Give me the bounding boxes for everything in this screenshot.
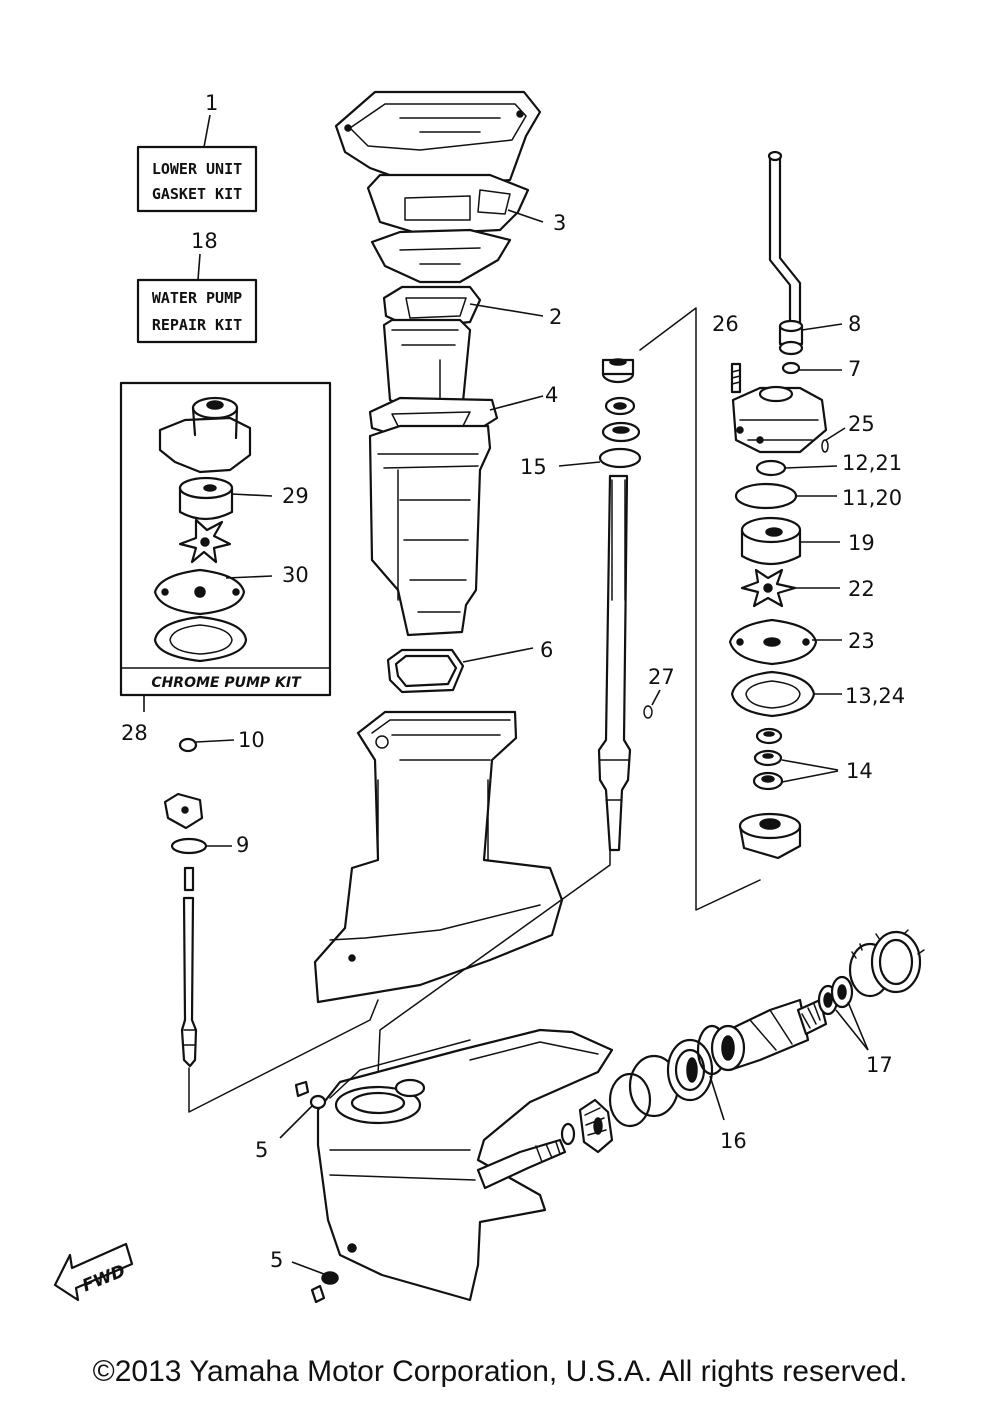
lower-case	[316, 1028, 614, 1302]
pump-gasket	[730, 670, 842, 718]
copyright-notice: ©2013 Yamaha Motor Corporation, U.S.A. A…	[92, 1355, 908, 1388]
callout-28: 28	[121, 721, 148, 745]
oring-9	[170, 837, 232, 855]
drain-screw-lower	[291, 1261, 339, 1304]
callout-8: 8	[848, 312, 861, 336]
callout-6: 6	[540, 638, 553, 662]
chrome-pump-kit-frame: CHROME PUMP KIT	[119, 381, 332, 712]
bearing-housing	[710, 998, 810, 1072]
shift-rod-bushing	[178, 737, 235, 753]
forward-gear	[578, 1098, 614, 1154]
oil-seals-14	[752, 727, 839, 791]
outer-plate-cartridge	[728, 618, 842, 666]
callout-5-upper: 5	[255, 1138, 268, 1162]
oil-seal-housing	[738, 812, 802, 860]
callout-11-20: 11,20	[842, 486, 902, 510]
callout-4: 4	[545, 383, 558, 407]
callout-14: 14	[846, 759, 873, 783]
water-pump-kit-line1: WATER PUMP	[152, 289, 242, 307]
chrome-impeller	[178, 518, 232, 564]
callout-1: 1	[205, 91, 218, 115]
callout-25: 25	[848, 412, 875, 436]
chrome-pump-kit-label: CHROME PUMP KIT	[151, 675, 302, 691]
callout-12-21: 12,21	[842, 451, 902, 475]
callout-18: 18	[191, 229, 218, 253]
callout-16: 16	[720, 1129, 747, 1153]
impeller-cup	[740, 516, 840, 566]
oring-11-20	[734, 482, 837, 510]
callout-15: 15	[520, 455, 547, 479]
callout-2: 2	[549, 305, 562, 329]
callout-5-lower: 5	[270, 1248, 283, 1272]
clip-ring	[560, 1122, 576, 1146]
chrome-impeller-cup	[178, 476, 273, 521]
needle-bearing	[796, 998, 828, 1036]
water-tube	[767, 150, 802, 332]
chrome-outer-plate	[153, 568, 273, 616]
lower-unit-kit-line2: GASKET KIT	[152, 185, 242, 203]
water-pump-kit-line2: REPAIR KIT	[152, 316, 242, 334]
chrome-gasket	[153, 615, 248, 663]
callout-26: 26	[712, 312, 739, 336]
callout-23: 23	[848, 629, 875, 653]
tube-grommet	[778, 319, 843, 356]
propeller-shaft	[476, 1138, 567, 1190]
callout-27: 27	[648, 665, 675, 689]
shift-rod	[180, 866, 379, 1113]
grommet-seal	[781, 361, 842, 375]
exhaust-manifold-gasket	[382, 285, 544, 330]
drive-shaft-connector-line	[377, 307, 761, 1076]
callout-13-24: 13,24	[845, 684, 905, 708]
callout-9: 9	[236, 833, 249, 857]
impeller	[740, 568, 840, 608]
callout-17: 17	[866, 1053, 893, 1077]
exhaust-muffler	[368, 424, 492, 637]
upper-casing-plate	[334, 90, 542, 188]
exhaust-guide	[370, 228, 512, 284]
callout-3: 3	[553, 211, 566, 235]
callout-10: 10	[238, 728, 265, 752]
ring-nut	[870, 929, 925, 994]
drive-shaft-bearings	[558, 358, 642, 469]
bolt-26	[730, 362, 742, 394]
lower-unit-gasket-kit-box: LOWER UNIT GASKET KIT	[136, 114, 258, 213]
oil-seals-17	[817, 975, 869, 1051]
callout-19: 19	[848, 531, 875, 555]
forward-direction-arrow: FWD	[53, 1242, 134, 1302]
drain-screw-upper	[279, 1080, 327, 1139]
oring-12-21	[755, 459, 838, 477]
water-pump-repair-kit-box: WATER PUMP REPAIR KIT	[136, 253, 258, 344]
callout-7: 7	[848, 357, 861, 381]
callout-30: 30	[282, 563, 309, 587]
callout-22: 22	[848, 577, 875, 601]
driveshaft-housing	[313, 710, 564, 1004]
drive-shaft	[597, 474, 661, 852]
chrome-pump-housing	[158, 396, 252, 474]
seal-ring	[386, 647, 534, 694]
shift-rod-cam	[163, 792, 204, 830]
water-pump-housing	[731, 385, 846, 454]
callout-29: 29	[282, 484, 309, 508]
exhaust-guide-gasket	[366, 173, 544, 236]
ball-bearing-16	[666, 1024, 728, 1121]
lower-unit-kit-line1: LOWER UNIT	[152, 160, 242, 178]
